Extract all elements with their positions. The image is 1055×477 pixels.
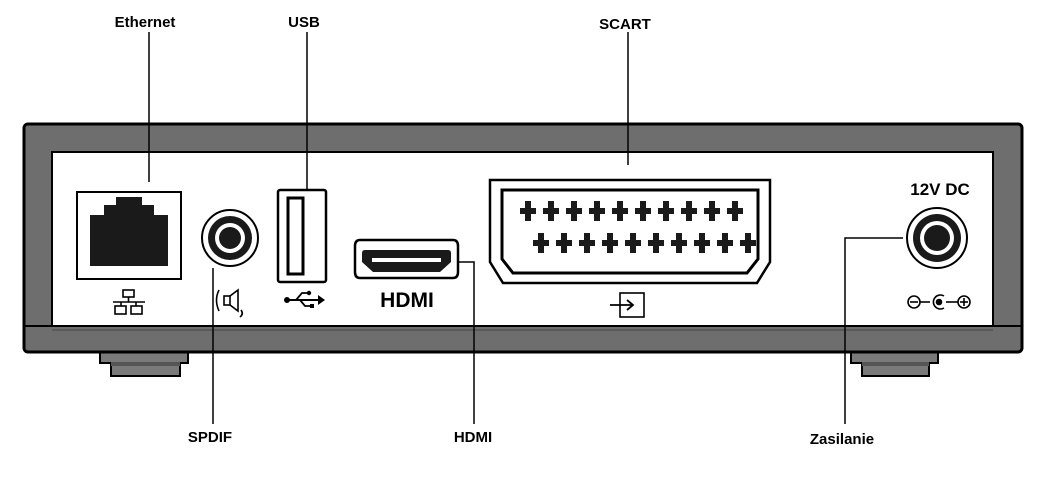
left-foot: [99, 348, 189, 377]
ethernet-port: [76, 191, 182, 280]
scart-pins-bottom: [533, 233, 756, 253]
scart-pin-bar: [625, 240, 641, 246]
scart-pin-bar: [681, 208, 697, 214]
scart-pin-bar: [740, 240, 756, 246]
hdmi-label: HDMI: [454, 429, 492, 446]
scart-label: SCART: [599, 16, 651, 33]
scart-pin-bar: [589, 208, 605, 214]
power-label: Zasilanie: [810, 431, 874, 448]
scart-pin-bar: [533, 240, 549, 246]
usb-label: USB: [288, 14, 320, 31]
power-leader-line: [844, 237, 903, 424]
scart-pin-bar: [602, 240, 618, 246]
scart-pin-bar: [671, 240, 687, 246]
power-rating-label: 12V DC: [910, 180, 970, 199]
ethernet-label: Ethernet: [115, 14, 176, 31]
scart-pins-top: [520, 201, 743, 221]
usb-port: [276, 188, 328, 284]
speaker-icon: [215, 288, 244, 318]
hdmi-leader-line: [458, 261, 475, 424]
scart-pin-bar: [520, 208, 536, 214]
scart-pin-bar: [579, 240, 595, 246]
hdmi-port: [353, 238, 460, 280]
scart-pin-bar: [566, 208, 582, 214]
network-icon: [113, 289, 145, 315]
spdif-label: SPDIF: [188, 429, 232, 446]
scart-pin-bar: [694, 240, 710, 246]
scart-pin-bar: [635, 208, 651, 214]
scart-arrow-icon: [610, 292, 645, 318]
scart-pin-bar: [556, 240, 572, 246]
usb-trident-icon: [284, 290, 325, 308]
scart-pin-bar: [717, 240, 733, 246]
scart-pin-bar: [704, 208, 720, 214]
scart-pin-bar: [612, 208, 628, 214]
scart-pin-bar: [658, 208, 674, 214]
hdmi-port-label: HDMI: [380, 289, 434, 312]
scart-pin-bar: [648, 240, 664, 246]
scart-port: [488, 178, 772, 285]
dc-polarity-icon: [907, 294, 971, 310]
right-foot: [850, 348, 939, 377]
scart-pin-bar: [543, 208, 559, 214]
power-port: [906, 207, 968, 269]
leader-lines: [148, 32, 903, 424]
spdif-port: [201, 209, 259, 267]
scart-pin-bar: [727, 208, 743, 214]
